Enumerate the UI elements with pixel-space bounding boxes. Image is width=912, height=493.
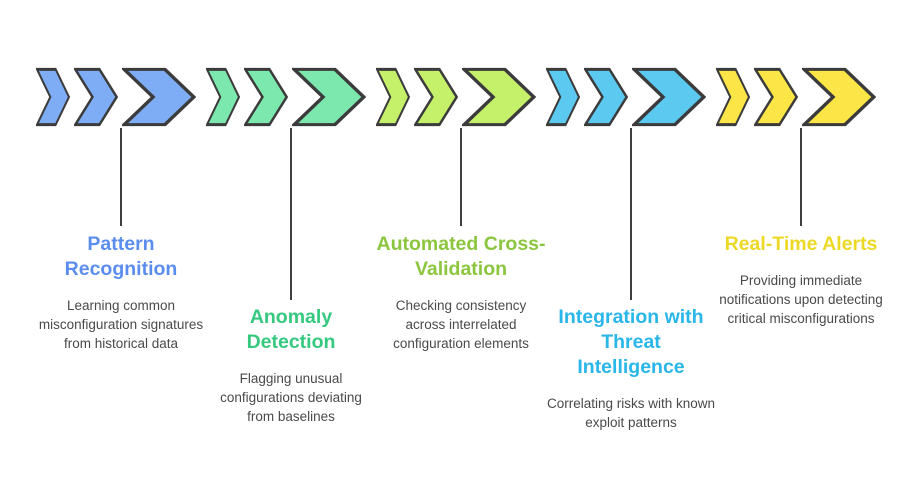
stage-title-2: Anomaly Detection xyxy=(246,306,336,353)
chevron-arrow-medium-icon xyxy=(584,67,628,127)
chevron-arrow-large-icon xyxy=(122,67,196,127)
chevron-arrow-large-icon xyxy=(632,67,706,127)
chevron-arrow-medium-icon xyxy=(244,67,288,127)
stage-description-1: Learning common misconfiguration signatu… xyxy=(38,298,204,351)
chevron-group-stage-2 xyxy=(200,66,382,128)
stage-title-1: Pattern Recognition xyxy=(64,233,178,280)
stage-description-4: Correlating risks with known exploit pat… xyxy=(546,396,716,430)
stage-title-4: Integration with Threat Intelligence xyxy=(558,306,704,378)
chevron-group-stage-5 xyxy=(710,66,892,128)
chevron-arrow-large-icon xyxy=(462,67,536,127)
connector-line-stage-4 xyxy=(630,128,632,300)
chevron-group-stage-4 xyxy=(540,66,722,128)
connector-line-stage-1 xyxy=(120,128,122,226)
chevron-arrow-small-icon xyxy=(36,67,70,127)
stage-title-5: Real-Time Alerts xyxy=(724,233,878,255)
stage-title-3: Automated Cross-Validation xyxy=(376,233,546,280)
chevron-arrow-small-icon xyxy=(716,67,750,127)
chevron-arrow-small-icon xyxy=(546,67,580,127)
stage-description-3: Checking consistency across interrelated… xyxy=(393,298,529,351)
chevron-group-stage-3 xyxy=(370,66,552,128)
chevron-arrow-medium-icon xyxy=(74,67,118,127)
connector-line-stage-2 xyxy=(290,128,292,300)
chevron-arrow-medium-icon xyxy=(754,67,798,127)
chevron-arrow-large-icon xyxy=(802,67,876,127)
connector-line-stage-3 xyxy=(460,128,462,226)
chevron-group-stage-1 xyxy=(30,66,212,128)
connector-line-stage-5 xyxy=(800,128,802,226)
stage-description-5: Providing immediate notifications upon d… xyxy=(719,273,883,326)
chevron-arrow-large-icon xyxy=(292,67,366,127)
stage-description-2: Flagging unusual configurations deviatin… xyxy=(220,371,362,424)
chevron-arrow-small-icon xyxy=(376,67,410,127)
chevron-arrow-medium-icon xyxy=(414,67,458,127)
chevron-arrow-small-icon xyxy=(206,67,240,127)
